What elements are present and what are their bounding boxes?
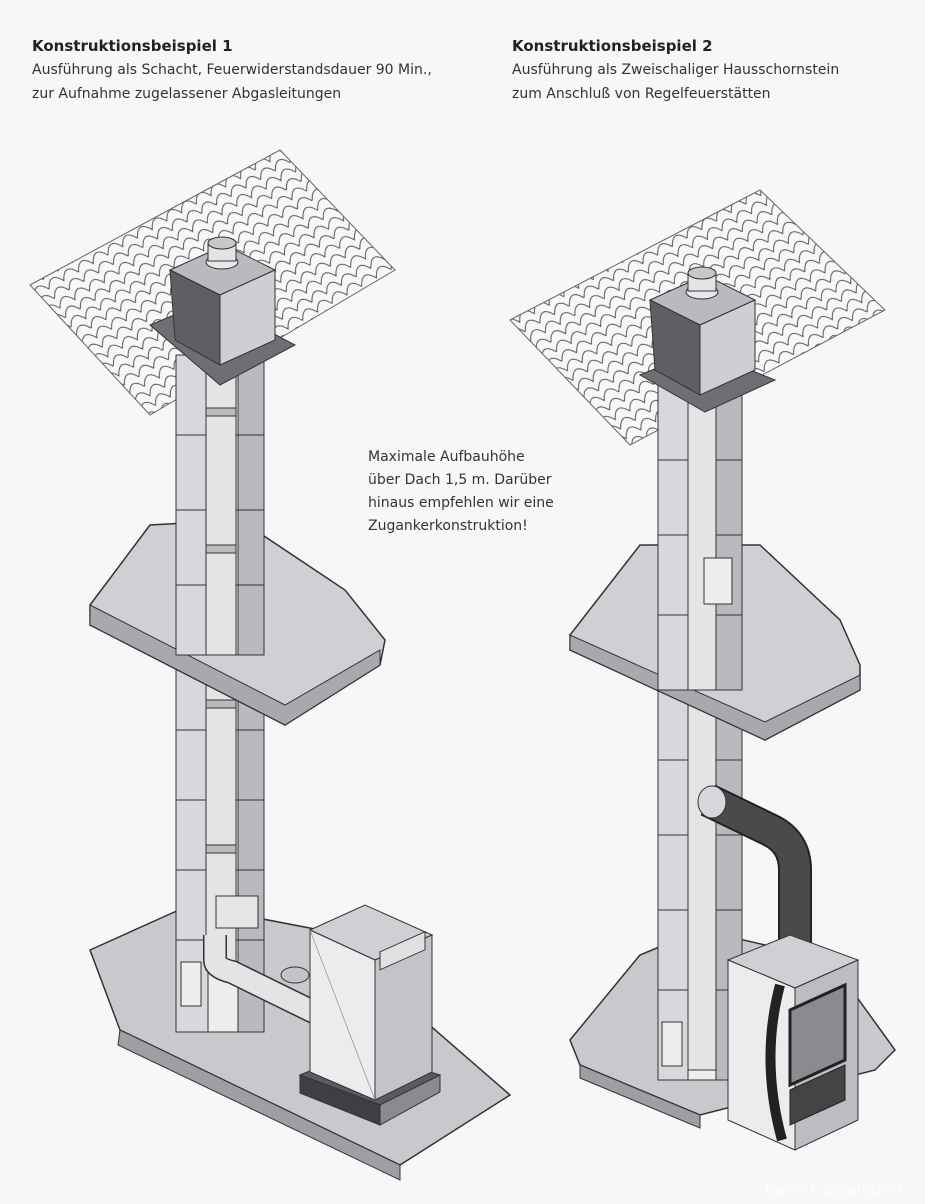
- example-1-illustration: [29, 149, 512, 1181]
- height-note-line-1: Maximale Aufbauhöhe: [368, 449, 525, 465]
- example-1-title: Konstruktionsbeispiel 1: [32, 37, 233, 55]
- example-1-description-line-2: zur Aufnahme zugelassener Abgasleitungen: [32, 86, 342, 102]
- stove-pipe-2: [697, 784, 812, 960]
- height-note-line-3: hinaus empfehlen wir eine: [368, 495, 554, 511]
- chimney-shaft-upper-1: [175, 354, 265, 656]
- example-2-heading: Konstruktionsbeispiel 2 Ausführung als Z…: [512, 34, 912, 106]
- boiler-1: [298, 904, 442, 1126]
- example-2-description-line-2: zum Anschluß von Regelfeuerstätten: [512, 86, 771, 102]
- height-note: Maximale Aufbauhöhe über Dach 1,5 m. Dar…: [368, 446, 568, 538]
- example-1-description-line-1: Ausführung als Schacht, Feuerwiderstands…: [32, 62, 432, 78]
- wall-connector-1: [215, 895, 259, 929]
- stove-2: [726, 934, 860, 1151]
- inspection-door-1: [180, 961, 202, 1007]
- example-1-heading: Konstruktionsbeispiel 1 Ausführung als S…: [32, 34, 452, 106]
- chimney-cap-2: [648, 266, 757, 396]
- example-2-title: Konstruktionsbeispiel 2: [512, 37, 713, 55]
- height-note-line-2: über Dach 1,5 m. Darüber: [368, 472, 552, 488]
- example-2-description-line-1: Ausführung als Zweischaliger Hausschorns…: [512, 62, 840, 78]
- chimney-shaft-upper-2: [657, 384, 743, 691]
- height-note-line-4: Zugankerkonstruktion!: [368, 518, 528, 534]
- chimney-cap-1: [168, 236, 277, 366]
- watermark: Kamin & Solartechnik: [764, 1183, 905, 1198]
- example-2-illustration: [509, 189, 896, 1151]
- inspection-door-2: [661, 1021, 683, 1067]
